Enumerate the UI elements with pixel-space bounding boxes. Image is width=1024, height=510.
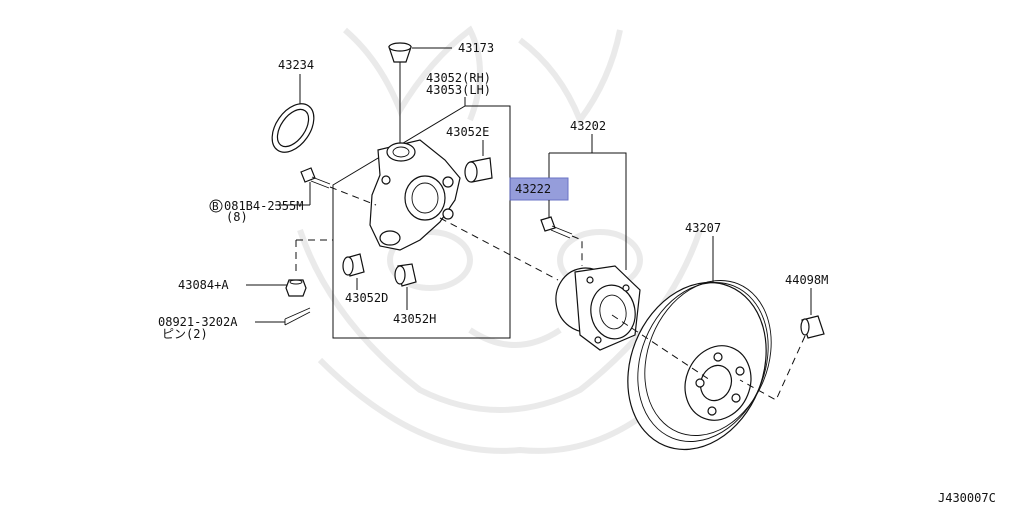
part-43202-hub-bearing[interactable] bbox=[551, 263, 641, 351]
part-43222-hub-bolt[interactable] bbox=[540, 216, 573, 239]
callout-43052d[interactable]: 43052D bbox=[345, 291, 388, 305]
callout-43202[interactable]: 43202 bbox=[570, 119, 606, 133]
part-43207-brake-rotor[interactable] bbox=[604, 261, 794, 470]
part-43052d-bushing[interactable] bbox=[342, 253, 365, 277]
callout-43052-rh[interactable]: 43052(RH) bbox=[426, 71, 491, 85]
bolt-circle-marker bbox=[209, 199, 223, 213]
part-43052e-bushing[interactable] bbox=[464, 157, 493, 183]
part-cotter-pin[interactable] bbox=[284, 307, 311, 326]
hub-assembly-bracket bbox=[548, 152, 627, 270]
callout-43052h[interactable]: 43052H bbox=[393, 312, 436, 326]
callout-bolt-marker: B bbox=[212, 200, 219, 213]
diagram-code: J430007C bbox=[938, 491, 996, 505]
part-43234-seal-ring[interactable] bbox=[264, 96, 323, 160]
part-44098m-plug[interactable] bbox=[800, 315, 825, 339]
knuckle-assembly-outline bbox=[332, 105, 511, 339]
callout-bolt-code[interactable]: 081B4-2355M bbox=[224, 199, 303, 213]
callout-43084a[interactable]: 43084+A bbox=[178, 278, 229, 292]
part-43084a-nut[interactable] bbox=[285, 279, 307, 297]
part-knuckle[interactable] bbox=[369, 139, 461, 251]
callout-pin-code[interactable]: 08921-3202A bbox=[158, 315, 238, 329]
callout-43222[interactable]: 43222 bbox=[515, 182, 551, 196]
callout-44098m[interactable]: 44098M bbox=[785, 273, 828, 287]
callout-43053-lh[interactable]: 43053(LH) bbox=[426, 83, 491, 97]
callout-43173[interactable]: 43173 bbox=[458, 41, 494, 55]
callout-bolt-qty: (8) bbox=[226, 210, 248, 224]
callout-43207[interactable]: 43207 bbox=[685, 221, 721, 235]
part-43173-cap[interactable] bbox=[388, 42, 412, 63]
callout-pin-sub: ピン(2) bbox=[162, 327, 208, 341]
part-43052h-bushing[interactable] bbox=[394, 263, 417, 287]
callout-43052e[interactable]: 43052E bbox=[446, 125, 489, 139]
callout-43222-highlight[interactable] bbox=[509, 177, 569, 201]
part-bolt-081b4-2355m[interactable] bbox=[300, 167, 331, 189]
callout-43234[interactable]: 43234 bbox=[278, 58, 314, 72]
